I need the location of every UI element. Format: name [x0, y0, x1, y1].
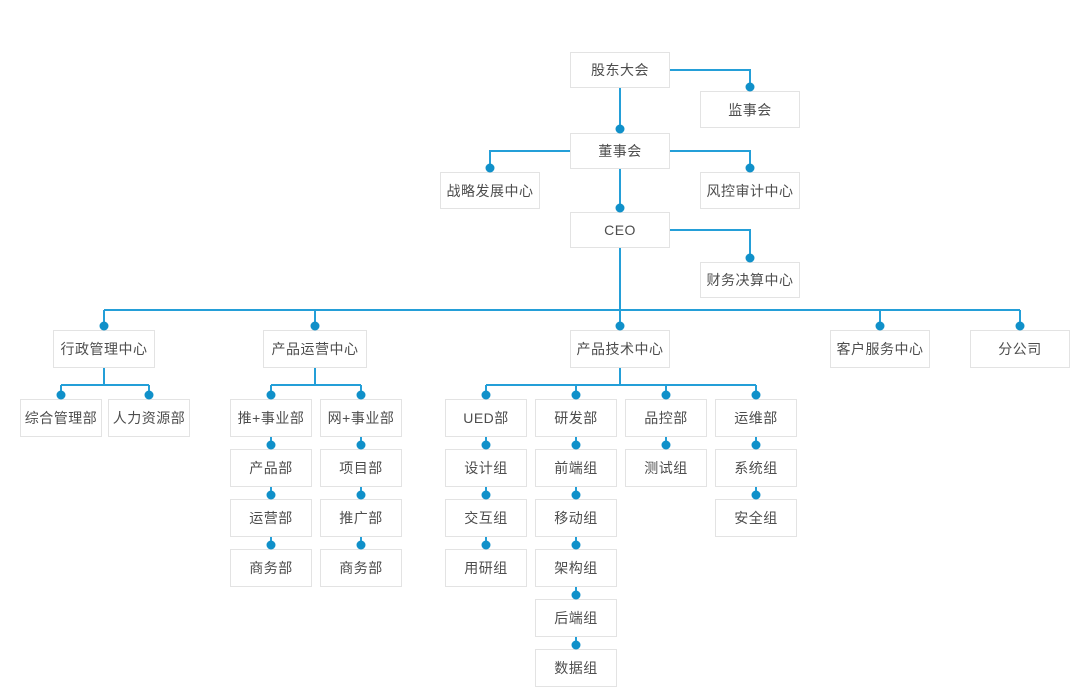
node-label-security-group: 安全组: [734, 510, 778, 526]
node-label-quality-control-dept: 品控部: [644, 410, 688, 426]
node-label-risk-audit-center: 风控审计中心: [706, 182, 794, 199]
node-label-customer-service-center: 客户服务中心: [836, 341, 924, 357]
node-label-mobile-group: 移动组: [554, 510, 598, 526]
node-label-product-operations-center: 产品运营中心: [271, 341, 359, 357]
node-risk-audit-center: 风控审计中心: [700, 172, 800, 209]
node-customer-service-center: 客户服务中心: [830, 330, 930, 368]
node-label-supervisory-board: 监事会: [728, 101, 772, 118]
node-label-business-dept-b: 商务部: [339, 560, 383, 576]
node-label-branch-company: 分公司: [998, 341, 1042, 357]
node-promotion-dept: 推广部: [320, 499, 402, 537]
node-label-interaction-group: 交互组: [464, 510, 508, 526]
link-shareholders-meeting-to-supervisory-board: [670, 69, 751, 87]
node-quality-control-dept: 品控部: [625, 399, 707, 437]
node-wang-business-division: 网+事业部: [320, 399, 402, 437]
node-product-dept: 产品部: [230, 449, 312, 487]
node-label-tui-business-division: 推+事业部: [237, 410, 305, 426]
node-system-group: 系统组: [715, 449, 797, 487]
node-label-shareholders-meeting: 股东大会: [591, 62, 649, 78]
node-operations-maintenance-dept: 运维部: [715, 399, 797, 437]
link-ceo-to-financial-accounting-center: [670, 229, 751, 258]
node-mobile-group: 移动组: [535, 499, 617, 537]
node-ued-dept: UED部: [445, 399, 527, 437]
node-testing-group: 测试组: [625, 449, 707, 487]
node-label-data-group: 数据组: [554, 660, 598, 676]
node-label-project-dept: 项目部: [339, 460, 383, 476]
node-board-of-directors: 董事会: [570, 133, 670, 169]
node-label-user-research-group: 用研组: [464, 560, 508, 576]
node-label-frontend-group: 前端组: [554, 460, 598, 476]
node-branch-company: 分公司: [970, 330, 1070, 368]
node-general-management-dept: 综合管理部: [20, 399, 102, 437]
node-label-wang-business-division: 网+事业部: [327, 410, 395, 426]
node-label-rd-dept: 研发部: [554, 410, 598, 426]
node-operations-dept: 运营部: [230, 499, 312, 537]
node-backend-group: 后端组: [535, 599, 617, 637]
node-admin-management-center: 行政管理中心: [53, 330, 155, 368]
node-label-ued-dept: UED部: [463, 410, 509, 426]
node-interaction-group: 交互组: [445, 499, 527, 537]
node-label-product-dept: 产品部: [249, 460, 293, 476]
node-label-business-dept-a: 商务部: [249, 560, 293, 576]
node-data-group: 数据组: [535, 649, 617, 687]
node-hr-dept: 人力资源部: [108, 399, 190, 437]
node-label-general-management-dept: 综合管理部: [24, 410, 98, 426]
node-label-product-technology-center: 产品技术中心: [576, 341, 664, 357]
node-product-technology-center: 产品技术中心: [570, 330, 670, 368]
node-business-dept-a: 商务部: [230, 549, 312, 587]
node-strategy-development-center: 战略发展中心: [440, 172, 540, 209]
link-board-of-directors-to-strategy-development-center: [489, 150, 570, 168]
node-tui-business-division: 推+事业部: [230, 399, 312, 437]
node-financial-accounting-center: 财务决算中心: [700, 262, 800, 298]
node-shareholders-meeting: 股东大会: [570, 52, 670, 88]
node-frontend-group: 前端组: [535, 449, 617, 487]
node-label-board-of-directors: 董事会: [598, 143, 642, 159]
node-label-testing-group: 测试组: [644, 460, 688, 476]
node-user-research-group: 用研组: [445, 549, 527, 587]
node-label-financial-accounting-center: 财务决算中心: [706, 272, 794, 288]
node-security-group: 安全组: [715, 499, 797, 537]
node-label-promotion-dept: 推广部: [339, 510, 383, 526]
link-board-of-directors-to-risk-audit-center: [670, 150, 751, 168]
node-label-ceo: CEO: [604, 222, 636, 238]
node-design-group: 设计组: [445, 449, 527, 487]
node-label-design-group: 设计组: [464, 460, 508, 476]
node-product-operations-center: 产品运营中心: [263, 330, 367, 368]
node-ceo: CEO: [570, 212, 670, 248]
node-business-dept-b: 商务部: [320, 549, 402, 587]
node-label-architecture-group: 架构组: [554, 560, 598, 576]
node-label-backend-group: 后端组: [554, 610, 598, 626]
node-project-dept: 项目部: [320, 449, 402, 487]
node-architecture-group: 架构组: [535, 549, 617, 587]
node-label-strategy-development-center: 战略发展中心: [446, 182, 534, 199]
node-rd-dept: 研发部: [535, 399, 617, 437]
node-label-system-group: 系统组: [734, 460, 778, 476]
node-supervisory-board: 监事会: [700, 91, 800, 128]
node-label-hr-dept: 人力资源部: [112, 410, 186, 426]
node-label-admin-management-center: 行政管理中心: [60, 341, 148, 357]
node-label-operations-maintenance-dept: 运维部: [734, 410, 778, 426]
node-label-operations-dept: 运营部: [249, 510, 293, 526]
